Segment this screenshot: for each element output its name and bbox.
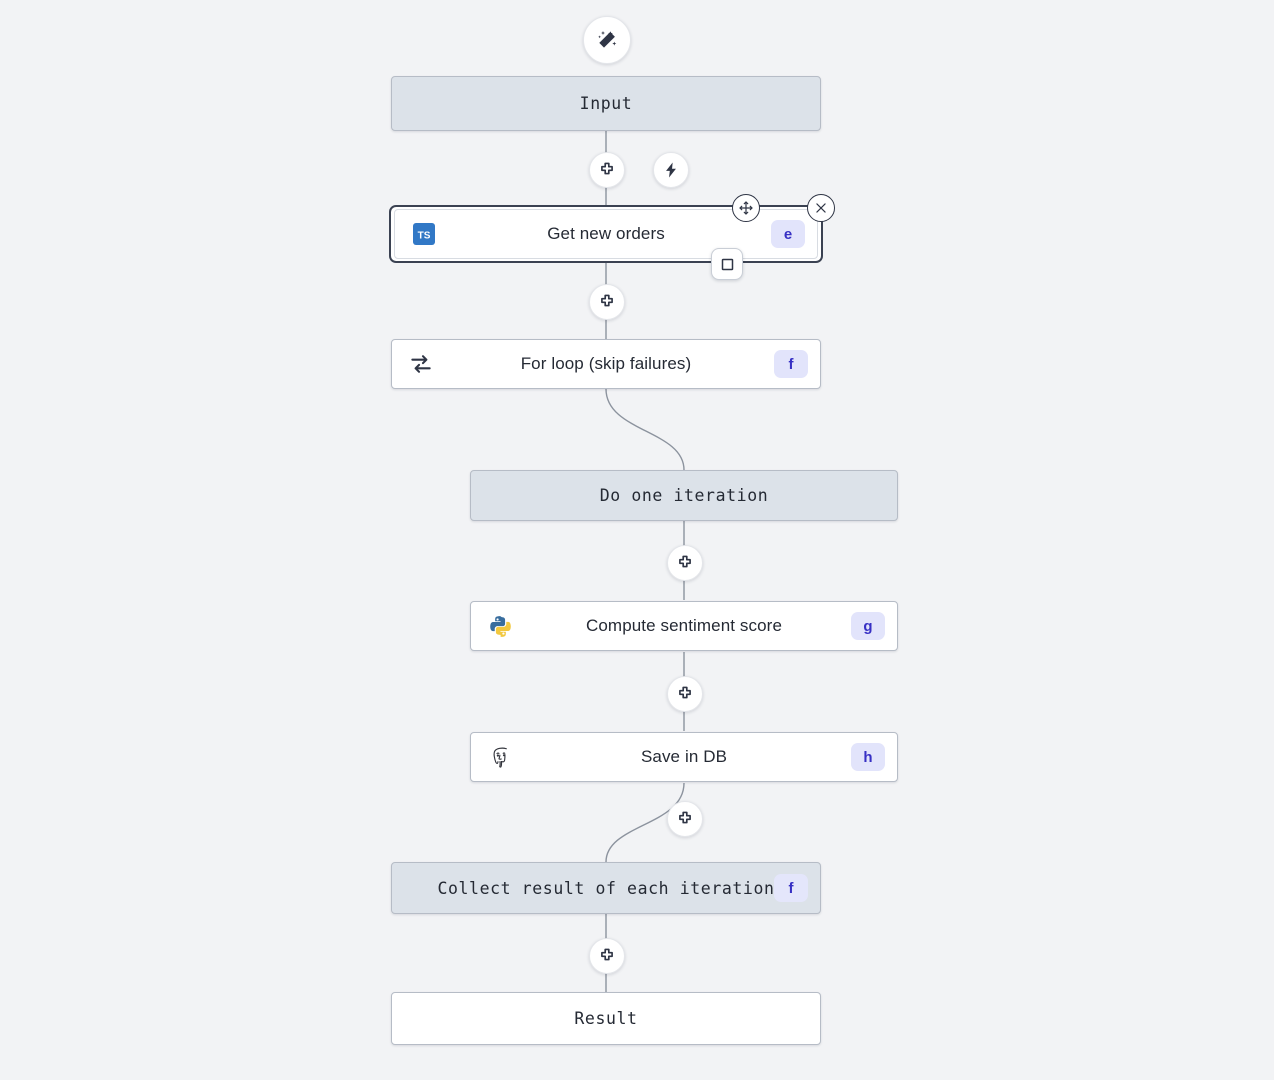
- node-compute-sentiment-score[interactable]: Compute sentiment score g: [470, 601, 898, 651]
- postgresql-icon: [487, 744, 513, 770]
- stop-node-button[interactable]: [711, 248, 743, 280]
- plus-icon: [676, 810, 694, 828]
- typescript-icon: TS: [411, 221, 437, 247]
- trigger-bolt-button[interactable]: [653, 152, 689, 188]
- insert-step-button-after-do-one-iteration[interactable]: [667, 545, 703, 581]
- insert-step-button-after-input[interactable]: [589, 152, 625, 188]
- plus-icon: [676, 554, 694, 572]
- node-collect-result-badge[interactable]: f: [774, 874, 808, 902]
- node-save-in-db-badge[interactable]: h: [851, 743, 885, 771]
- node-do-one-iteration-label: Do one iteration: [599, 486, 769, 505]
- stop-square-icon: [720, 257, 735, 272]
- node-compute-sentiment-score-badge[interactable]: g: [851, 612, 885, 640]
- insert-step-button-after-collect-result[interactable]: [589, 938, 625, 974]
- plus-icon: [598, 293, 616, 311]
- python-icon: [487, 613, 513, 639]
- edge-for-loop-to-do-one-iteration: [605, 388, 685, 471]
- lightning-bolt-icon: [662, 161, 680, 179]
- insert-step-button-after-compute-sentiment-score[interactable]: [667, 676, 703, 712]
- ai-generate-button[interactable]: [583, 16, 631, 64]
- node-result[interactable]: Result: [391, 992, 821, 1045]
- close-icon: [814, 201, 828, 215]
- insert-step-button-after-get-new-orders[interactable]: [589, 284, 625, 320]
- node-collect-result[interactable]: Collect result of each iteration f: [391, 862, 821, 914]
- node-for-loop-badge[interactable]: f: [774, 350, 808, 378]
- node-for-loop-label: For loop (skip failures): [520, 354, 692, 373]
- node-get-new-orders-label: Get new orders: [547, 224, 665, 243]
- plus-icon: [598, 947, 616, 965]
- node-save-in-db[interactable]: Save in DB h: [470, 732, 898, 782]
- node-input-label: Input: [579, 94, 633, 113]
- plus-icon: [676, 685, 694, 703]
- magic-wand-icon: [595, 28, 619, 52]
- node-do-one-iteration[interactable]: Do one iteration: [470, 470, 898, 521]
- move-handle-button[interactable]: [732, 194, 760, 222]
- close-node-button[interactable]: [807, 194, 835, 222]
- plus-icon: [598, 161, 616, 179]
- svg-text:TS: TS: [418, 231, 431, 242]
- node-save-in-db-label: Save in DB: [640, 747, 728, 766]
- node-for-loop[interactable]: For loop (skip failures) f: [391, 339, 821, 389]
- node-compute-sentiment-score-label: Compute sentiment score: [586, 616, 782, 635]
- node-collect-result-label: Collect result of each iteration: [437, 878, 775, 898]
- node-input[interactable]: Input: [391, 76, 821, 131]
- node-result-label: Result: [574, 1009, 638, 1028]
- insert-step-button-after-save-in-db[interactable]: [667, 801, 703, 837]
- node-get-new-orders-badge[interactable]: e: [771, 220, 805, 248]
- move-icon: [738, 200, 754, 216]
- loop-icon: [408, 351, 434, 377]
